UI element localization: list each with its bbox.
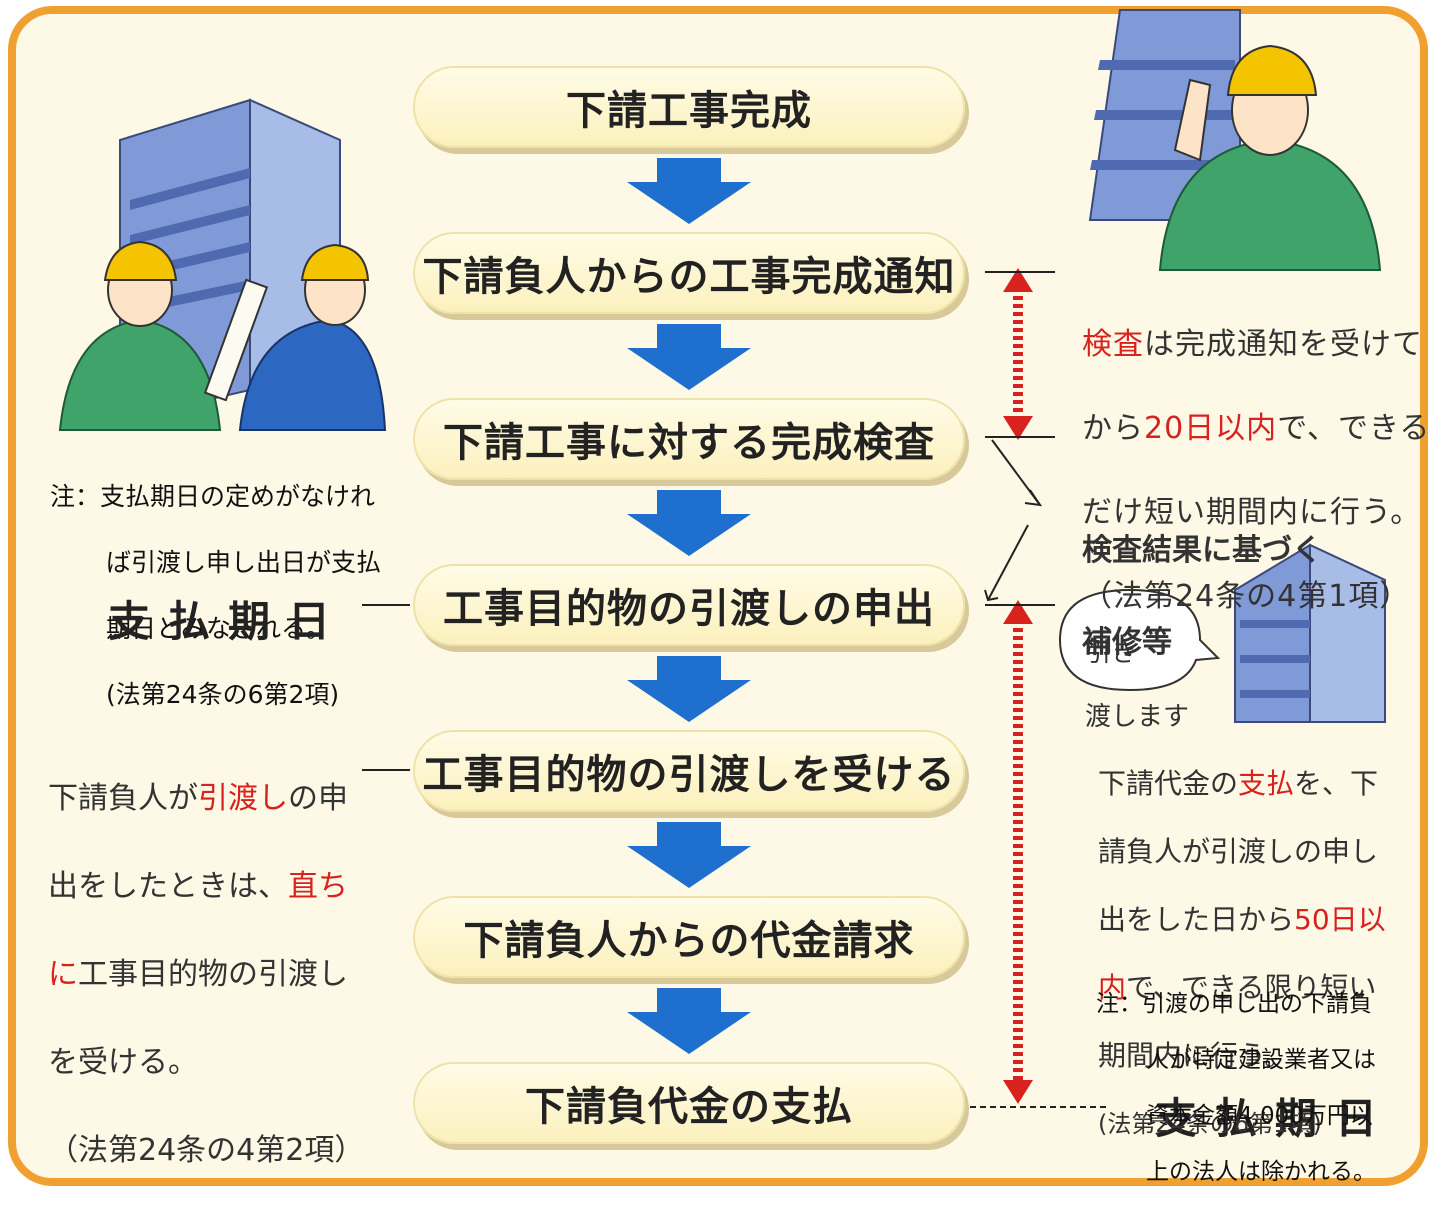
payment-period-arrow xyxy=(1003,600,1033,1104)
inspection-law-ref: （法第24条の4第1項） xyxy=(1082,579,1411,614)
payment-l5: 期間内に行う。 xyxy=(1098,1039,1293,1072)
flow-step-inspection: 下請工事に対する完成検査 xyxy=(413,398,965,480)
handover-keyword: 引渡し xyxy=(198,781,288,816)
down-arrow xyxy=(627,490,751,556)
flow-step-payment-request: 下請負人からの代金請求 xyxy=(413,896,965,978)
repair-text: 検査結果に基づく 補修等 xyxy=(1082,482,1322,712)
handover-obligation-text: 下請負人が引渡しの申 出をしたときは、直ち に工事目的物の引渡し を受ける。 （… xyxy=(48,733,364,1217)
repair-line1: 検査結果に基づく xyxy=(1082,533,1322,568)
payment-days-a: 50日以 xyxy=(1294,903,1386,936)
left-note-line3: 期日とみなされる。 xyxy=(106,614,332,643)
exception-line2: 人が特定建設業者又は xyxy=(1146,1047,1376,1073)
inspection-deadline-text: 検査は完成通知を受けて から20日以内で、できる だけ短い期間内に行う。 （法第… xyxy=(1082,282,1430,660)
exception-line4: 上の法人は除かれる。 xyxy=(1146,1159,1376,1185)
speech-bubble-text: 引き 渡します xyxy=(1085,605,1189,765)
inspection-keyword: 検査 xyxy=(1082,327,1144,362)
down-arrow xyxy=(627,158,751,224)
flow-step-payment: 下請負代金の支払 xyxy=(413,1062,965,1144)
handover-l2-pre: 出をしたときは、 xyxy=(48,869,288,904)
payment-l2: 請負人が引渡しの申し xyxy=(1098,835,1379,868)
down-arrow xyxy=(627,988,751,1054)
inspection-line2-pre: から xyxy=(1082,411,1144,446)
payment-due-label-left: 支払期日 xyxy=(108,597,349,646)
handover-law-ref: （法第24条の4第2項） xyxy=(48,1133,365,1168)
handover-l1-post: の申 xyxy=(288,781,348,816)
payment-l3-pre: 出をした日から xyxy=(1098,903,1295,936)
down-arrow xyxy=(627,822,751,888)
exception-note: 注：引渡の申し出の下請負 人が特定建設業者又は 資本金額4,000万円以 上の法… xyxy=(1096,962,1376,1214)
payment-keyword: 支払 xyxy=(1238,767,1295,800)
handover-l4: を受ける。 xyxy=(48,1045,198,1080)
repair-line2: 補修等 xyxy=(1082,625,1172,660)
handover-l3-post: 工事目的物の引渡し xyxy=(78,957,348,992)
payment-l1-pre: 下請代金の xyxy=(1098,767,1239,800)
bubble-line1: 引き xyxy=(1085,638,1138,668)
handover-immediately-b: に xyxy=(48,957,78,992)
inspection-days: 20日以内 xyxy=(1144,411,1278,446)
payment-l1-post: を、下 xyxy=(1294,767,1379,800)
bubble-line2: 渡します xyxy=(1085,702,1190,732)
left-note-line1: 注：支払期日の定めがなけれ xyxy=(50,482,376,511)
handover-l1-pre: 下請負人が xyxy=(48,781,198,816)
exception-line1: 注：引渡の申し出の下請負 xyxy=(1096,991,1372,1017)
two-workers-illustration xyxy=(58,240,387,431)
exception-line3: 資本金額4,000万円以 xyxy=(1146,1103,1373,1129)
right-worker-illustration xyxy=(1088,9,1382,271)
default-due-date-note: 注：支払期日の定めがなけれ ば引渡し申し出日が支払 期日とみなされる。 (法第2… xyxy=(50,447,381,744)
flow-arrows xyxy=(627,158,751,1054)
left-note-line2: ば引渡し申し出日が支払 xyxy=(106,548,382,577)
flow-step-completion: 下請工事完成 xyxy=(413,66,965,148)
payment-law-ref: (法第24条の6第1項) xyxy=(1098,1110,1322,1138)
flow-step-handover-request: 工事目的物の引渡しの申出 xyxy=(413,564,965,646)
flow-step-handover-receive: 工事目的物の引渡しを受ける xyxy=(413,730,965,812)
payment-due-label-right: 支払期日 xyxy=(1155,1094,1396,1143)
payment-l4-post: で、できる限り短い xyxy=(1126,971,1377,1004)
handover-immediately-a: 直ち xyxy=(288,869,348,904)
down-arrow xyxy=(627,324,751,390)
left-note-line4: (法第24条の6第2項) xyxy=(106,680,340,709)
speech-bubble xyxy=(1058,588,1221,692)
connector-lines xyxy=(362,271,1110,1108)
down-arrow xyxy=(627,656,751,722)
right-building-illustration xyxy=(1234,543,1386,723)
inspection-line2-post: で、できる xyxy=(1277,411,1431,446)
payment-days-b: 内 xyxy=(1098,971,1127,1004)
inspection-line3: だけ短い期間内に行う。 xyxy=(1082,495,1422,530)
flow-step-completion-notice: 下請負人からの工事完成通知 xyxy=(413,232,965,314)
payment-deadline-text: 下請代金の支払を、下 請負人が引渡しの申し 出をした日から50日以 内で、できる… xyxy=(1098,733,1386,1175)
inspection-line1: は完成通知を受けて xyxy=(1144,327,1423,362)
inspection-period-arrow xyxy=(1003,268,1033,440)
